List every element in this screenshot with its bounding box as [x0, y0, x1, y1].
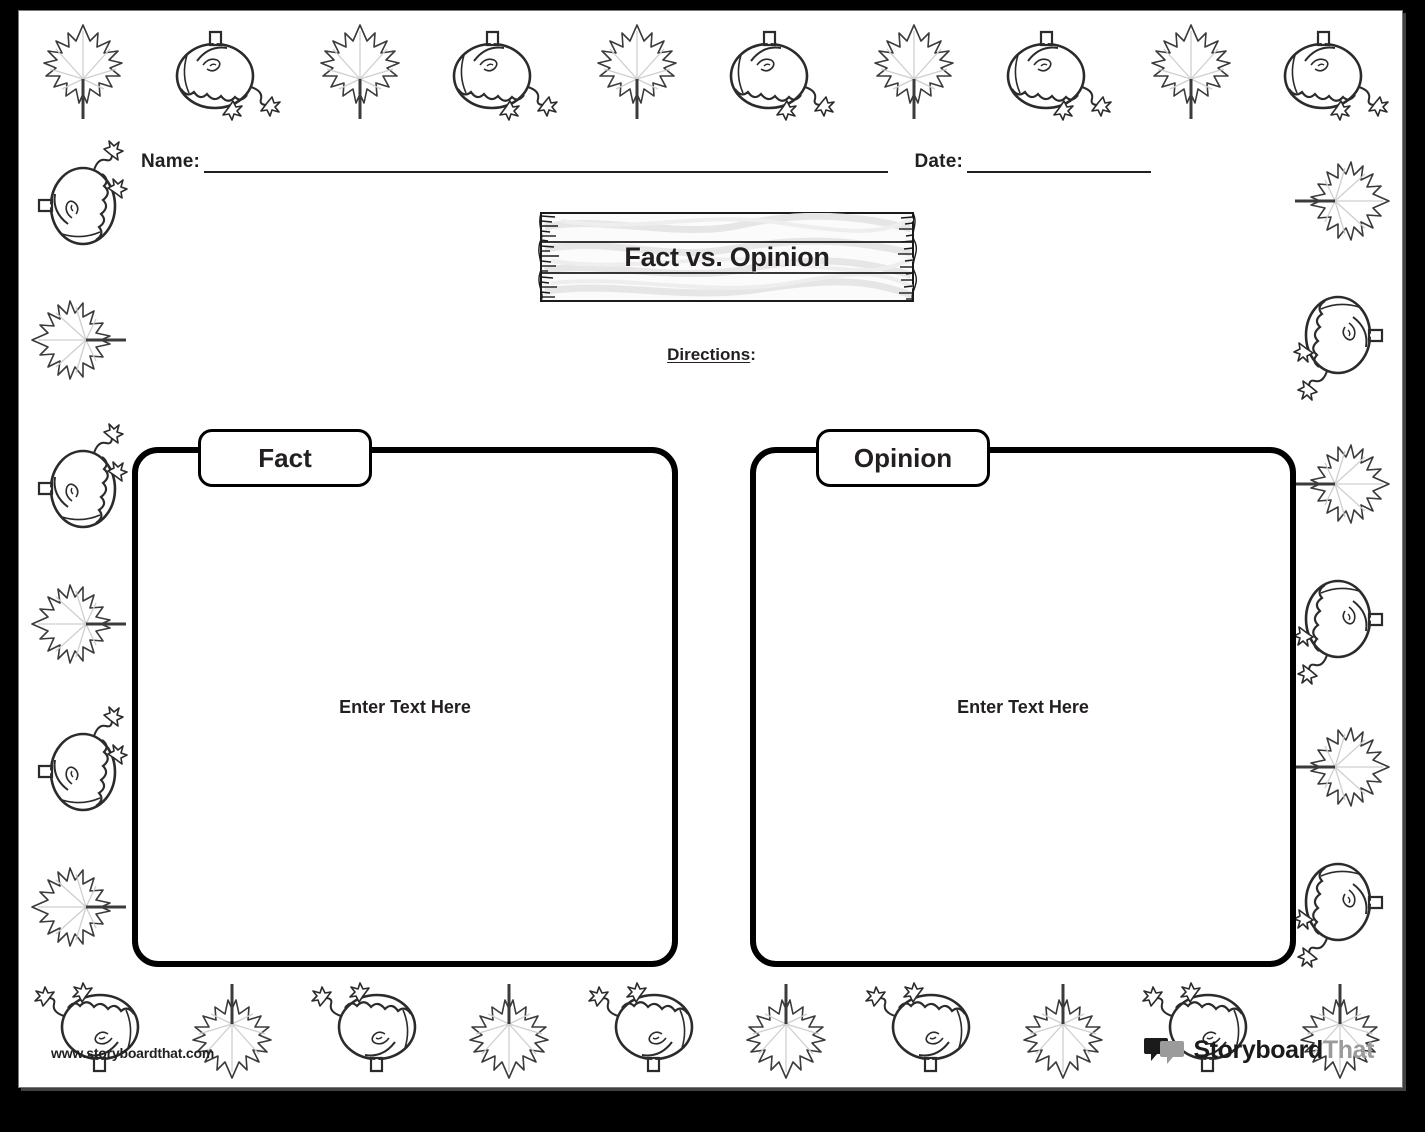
pumpkin-icon	[865, 982, 971, 1073]
pumpkin-icon	[37, 423, 128, 529]
decorative-leaf	[26, 575, 130, 673]
title-wooden-sign: Fact vs. Opinion	[531, 209, 923, 305]
decorative-leaf	[1291, 152, 1395, 250]
decorative-leaf	[26, 291, 130, 389]
pumpkin-icon	[1142, 982, 1248, 1073]
decorative-pumpkin	[28, 706, 128, 824]
pumpkin-icon	[1293, 579, 1384, 685]
name-date-row: Name: Date:	[141, 151, 1151, 173]
opinion-column: Enter Text Here Opinion	[750, 429, 1296, 967]
pumpkin-icon	[588, 982, 694, 1073]
fact-tab-label: Fact	[198, 429, 372, 487]
footer-url[interactable]: www.storyboardthat.com	[51, 1045, 215, 1061]
maple-leaf-icon	[1299, 984, 1380, 1079]
decorative-pumpkin	[163, 21, 281, 121]
pumpkin-icon	[1283, 30, 1389, 121]
maple-leaf-icon	[1022, 984, 1103, 1079]
maple-leaf-icon	[874, 24, 955, 119]
maple-leaf-icon	[1151, 24, 1232, 119]
date-label: Date:	[914, 151, 963, 172]
name-label: Name:	[141, 151, 201, 172]
decorative-leaf	[183, 980, 281, 1084]
decorative-leaf	[460, 980, 558, 1084]
maple-leaf-icon	[43, 24, 124, 119]
decorative-border-right	[1284, 129, 1402, 979]
worksheet-page: Name: Date:	[18, 10, 1403, 1088]
directions-colon: :	[750, 345, 756, 364]
decorative-leaf	[1291, 435, 1395, 533]
decorative-border-bottom	[19, 977, 1402, 1087]
decorative-leaf	[1014, 980, 1112, 1084]
decorative-pumpkin	[717, 21, 835, 121]
decorative-leaf	[1291, 718, 1395, 816]
decorative-pumpkin	[1293, 283, 1393, 402]
pumpkin-icon	[311, 982, 417, 1073]
fact-textarea[interactable]: Enter Text Here	[339, 696, 471, 717]
directions-label: Directions	[667, 345, 751, 364]
maple-leaf-icon	[31, 300, 126, 381]
decorative-pumpkin	[1142, 982, 1260, 1082]
decorative-pumpkin	[994, 21, 1112, 121]
logo-text-secondary: That	[1322, 1035, 1375, 1064]
maple-leaf-icon	[745, 984, 826, 1079]
pumpkin-icon	[729, 30, 835, 121]
maple-leaf-icon	[191, 984, 272, 1079]
decorative-leaf	[34, 19, 132, 123]
opinion-textarea[interactable]: Enter Text Here	[957, 696, 1089, 717]
maple-leaf-icon	[468, 984, 549, 1079]
decorative-pumpkin	[34, 982, 152, 1082]
pumpkin-icon	[37, 140, 128, 246]
maple-leaf-icon	[1295, 444, 1390, 524]
decorative-leaf	[865, 19, 963, 123]
fact-column: Enter Text Here Fact	[132, 429, 678, 967]
decorative-pumpkin	[1271, 21, 1389, 121]
logo-text-primary: Storyboard	[1193, 1035, 1323, 1064]
maple-leaf-icon	[1295, 727, 1390, 808]
decorative-leaf	[1142, 19, 1240, 123]
page-title: Fact vs. Opinion	[624, 241, 830, 272]
pumpkin-icon	[34, 982, 140, 1073]
pumpkin-icon	[452, 30, 558, 121]
fact-box[interactable]	[132, 447, 678, 967]
decorative-pumpkin	[28, 423, 128, 541]
opinion-tab-label: Opinion	[816, 429, 990, 487]
decorative-border-left	[19, 129, 137, 979]
pumpkin-icon	[1006, 30, 1112, 121]
wood-plank-icon	[538, 212, 917, 302]
name-input[interactable]	[204, 152, 889, 173]
pumpkin-icon	[1293, 296, 1384, 402]
decorative-leaf	[588, 19, 686, 123]
decorative-leaf	[1291, 980, 1389, 1084]
speech-bubbles-icon	[1144, 1038, 1185, 1064]
maple-leaf-icon	[320, 24, 401, 119]
date-input[interactable]	[967, 152, 1151, 173]
decorative-pumpkin	[865, 982, 983, 1082]
pumpkin-icon	[1293, 862, 1384, 968]
maple-leaf-icon	[1295, 161, 1390, 241]
decorative-pumpkin	[440, 21, 558, 121]
decorative-pumpkin	[28, 140, 128, 258]
decorative-pumpkin	[1293, 850, 1393, 968]
maple-leaf-icon	[31, 867, 126, 947]
directions-row: Directions:	[19, 345, 1402, 365]
decorative-pumpkin	[588, 982, 706, 1082]
opinion-box[interactable]	[750, 447, 1296, 967]
decorative-pumpkin	[311, 982, 429, 1082]
decorative-leaf	[737, 980, 835, 1084]
pumpkin-icon	[37, 706, 128, 812]
decorative-leaf	[311, 19, 409, 123]
decorative-leaf	[26, 858, 130, 956]
storyboardthat-logo[interactable]: StoryboardThat	[1144, 1035, 1374, 1065]
maple-leaf-icon	[597, 24, 678, 119]
maple-leaf-icon	[31, 583, 126, 664]
pumpkin-icon	[175, 30, 281, 121]
decorative-border-top	[19, 11, 1402, 131]
decorative-pumpkin	[1293, 567, 1393, 685]
